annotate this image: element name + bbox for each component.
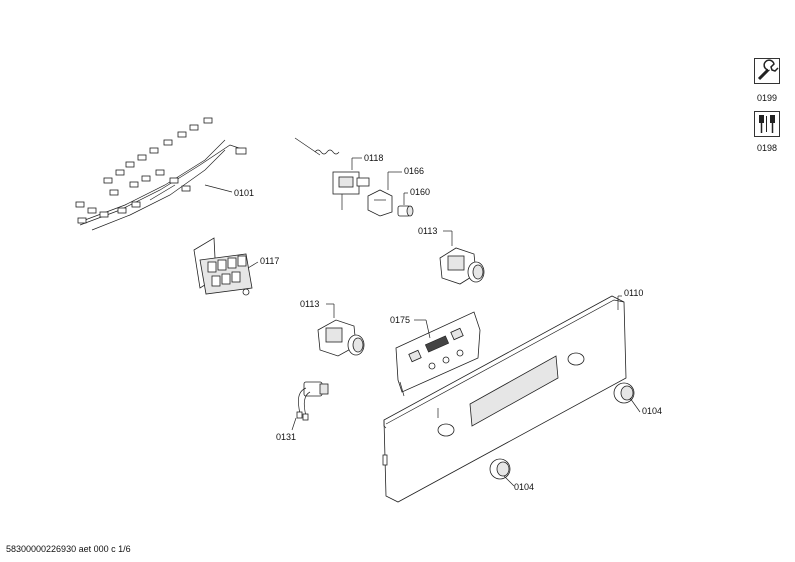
wrench-icon[interactable] <box>754 58 780 84</box>
label-0104-right: 0104 <box>642 406 662 416</box>
tool-label-0199: 0199 <box>756 93 778 103</box>
rotary-switch-upper[interactable] <box>439 247 485 285</box>
label-0101: 0101 <box>234 188 254 198</box>
control-panel-fascia[interactable] <box>382 295 627 503</box>
wrench-icon-graphic <box>757 59 779 81</box>
label-0110: 0110 <box>624 288 643 298</box>
rotary-switch-lower[interactable] <box>317 319 365 357</box>
label-0131: 0131 <box>276 432 296 442</box>
label-0166: 0166 <box>404 166 424 176</box>
tool-label-0198: 0198 <box>756 143 778 153</box>
knob-ring-right[interactable] <box>613 382 635 404</box>
knob-ring-bottom[interactable] <box>489 458 511 480</box>
screwdriver-set-icon[interactable] <box>754 111 780 137</box>
screwdriver-set-icon-graphic <box>759 115 775 133</box>
terminal-block[interactable] <box>193 237 253 296</box>
label-0118: 0118 <box>364 153 383 163</box>
bracket[interactable] <box>367 189 393 217</box>
control-module[interactable] <box>395 311 481 397</box>
thermostat[interactable] <box>294 137 370 210</box>
shaft-cap[interactable] <box>397 205 414 217</box>
label-0113-lower: 0113 <box>300 299 319 309</box>
label-0160: 0160 <box>410 187 430 197</box>
wiring-harness[interactable] <box>75 117 247 231</box>
label-0113-upper: 0113 <box>418 226 437 236</box>
label-0175: 0175 <box>390 315 410 325</box>
document-code: 58300000226930 aet 000 c 1/6 <box>6 544 131 554</box>
label-0117: 0117 <box>260 256 279 266</box>
label-0104-bottom: 0104 <box>514 482 534 492</box>
cable-connector[interactable] <box>296 381 329 421</box>
